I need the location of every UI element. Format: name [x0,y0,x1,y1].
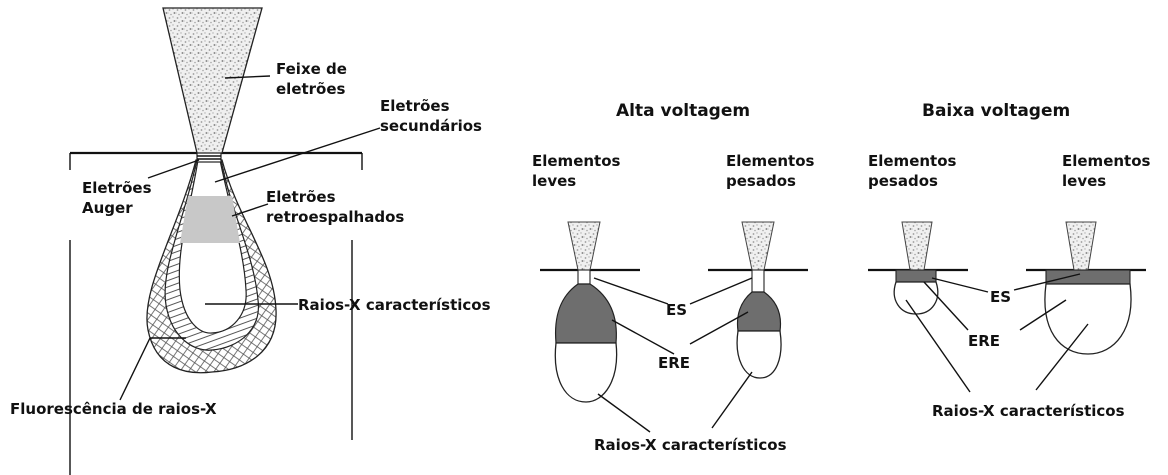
high-ere-leader-1 [611,319,675,355]
high-heavy-label: Elementos [726,152,815,170]
low-es-label: ES [990,288,1011,306]
high-heavy-label-2: pesados [726,172,796,190]
low-light-label-2: leves [1062,172,1106,190]
label-beam: Feixe de [276,60,347,78]
low-heavy-label-2: pesados [868,172,938,190]
low-ere-leader-1 [923,281,969,331]
high-xray-leader-1 [597,393,651,433]
high-voltage-diagram: Alta voltagem Elementos leves Elementos … [532,101,815,454]
low-es-leader-2 [1013,273,1081,291]
high-xray-leader-2 [711,371,753,429]
leader-backscatter [231,203,269,217]
low-light-xray [1044,283,1132,355]
high-es-leader-2 [689,277,753,305]
low-light-ere [1045,269,1131,285]
high-light-label-2: leves [532,172,576,190]
high-heavy-neck [751,269,765,293]
low-xray-leader-1 [905,299,971,393]
high-ere-label: ERE [658,354,690,372]
label-fluor: Fluorescência de raios-X [10,400,217,418]
label-beam-2: eletrões [276,80,346,98]
low-heavy-ere [895,269,937,283]
high-es-leader-1 [593,277,669,305]
backscatter-region [180,196,240,243]
high-light-beam [567,221,601,271]
leader-auger [147,159,200,179]
low-ere-leader-2 [1019,299,1067,331]
low-voltage-diagram: Baixa voltagem Elementos pesados Element… [868,101,1151,420]
label-secondary: Eletrões [380,97,450,115]
leader-fluor [119,337,151,401]
label-backscatter: Eletrões [266,188,336,206]
low-ere-label: ERE [968,332,1000,350]
low-heavy-label: Elementos [868,152,957,170]
label-auger-2: Auger [82,199,133,217]
low-title: Baixa voltagem [922,101,1070,121]
electron-beam [162,7,263,154]
high-light-label: Elementos [532,152,621,170]
high-heavy-ere [736,291,782,332]
high-heavy-xray [736,330,782,379]
low-xray-leader-2 [1035,323,1089,391]
high-heavy-interaction [708,221,808,379]
high-xray-label: Raios-X característicos [594,436,787,454]
high-title: Alta voltagem [616,101,750,121]
low-heavy-interaction [868,221,968,315]
high-light-ere [554,283,617,344]
low-heavy-beam [901,221,933,271]
high-light-xray [554,342,618,403]
leader-secondary [214,127,381,183]
high-light-interaction [540,221,640,403]
label-auger: Eletrões [82,179,152,197]
high-light-neck [577,269,591,285]
left-diagram: Feixe de eletrões Eletrões secundários E… [10,7,491,475]
label-xray: Raios-X característicos [298,296,491,314]
low-light-label: Elementos [1062,152,1151,170]
high-heavy-beam [741,221,775,271]
label-secondary-2: secundários [380,117,482,135]
low-xray-label: Raios-X característicos [932,402,1125,420]
label-backscatter-2: retroespalhados [266,208,404,226]
low-heavy-xray [893,281,939,315]
high-ere-leader-2 [689,311,749,345]
leader-beam [224,75,271,79]
low-es-leader-1 [931,277,989,293]
high-es-label: ES [666,301,687,319]
low-light-beam [1065,221,1097,271]
low-light-interaction [1026,221,1146,355]
